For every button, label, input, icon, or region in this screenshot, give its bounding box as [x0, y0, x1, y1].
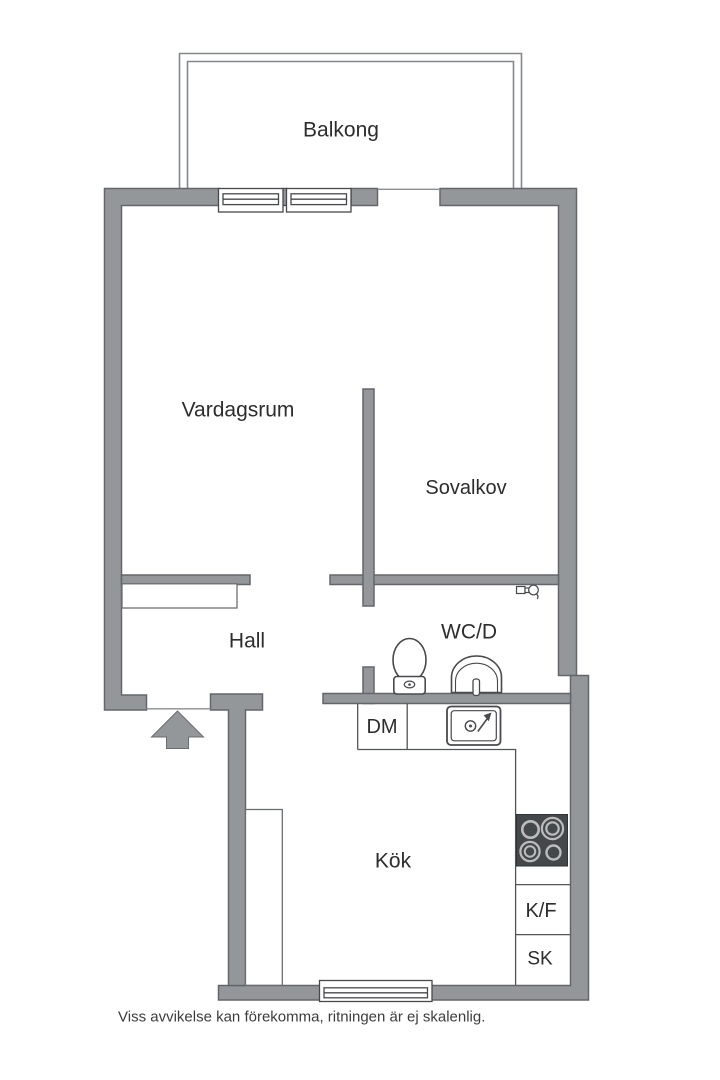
stove-icon	[516, 814, 568, 867]
window-icon	[285, 187, 352, 213]
wall-segment	[120, 574, 251, 586]
balcony-railing-outer	[178, 52, 523, 189]
wall-segment	[439, 187, 578, 677]
balcony-railing-icon	[178, 52, 523, 189]
windows	[217, 187, 433, 1003]
kitchen-counter	[357, 703, 571, 985]
burner	[519, 840, 541, 863]
burner	[540, 816, 565, 841]
kitchen-cabinet	[244, 808, 283, 986]
window-icon	[217, 187, 284, 213]
burner	[545, 844, 562, 861]
dishwasher-box	[357, 703, 408, 750]
burner	[545, 821, 560, 836]
window-icon	[318, 979, 433, 1003]
washbasin-icon	[450, 655, 503, 697]
toilet-icon	[392, 637, 427, 695]
wall-segment	[217, 674, 590, 1001]
storage-units	[121, 583, 283, 986]
wall-segment	[103, 187, 221, 711]
burner	[520, 819, 540, 839]
entrance-arrow-icon	[150, 710, 205, 749]
hall-closet	[121, 583, 238, 609]
door-thresholds	[146, 188, 440, 710]
counter-edge	[357, 748, 517, 985]
balcony-railing-inner	[186, 60, 515, 189]
burner	[523, 845, 537, 858]
kitchen-sink-icon	[446, 705, 502, 746]
water-valve-icon	[515, 584, 539, 600]
wall-segment	[362, 388, 375, 607]
wall-segment	[329, 574, 560, 586]
wall-segment	[350, 187, 379, 207]
wall-segment	[322, 692, 572, 705]
walls	[103, 187, 590, 1001]
